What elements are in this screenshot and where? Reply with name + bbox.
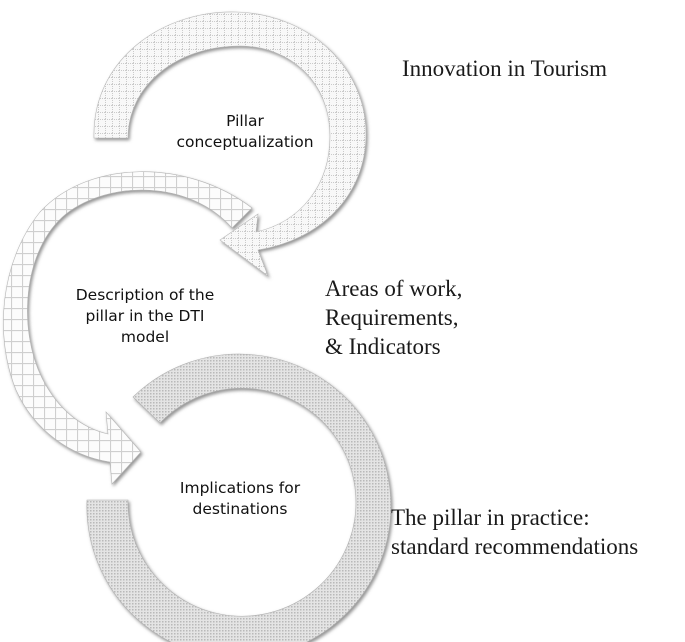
step-1-side-label: Innovation in Tourism — [402, 54, 607, 83]
cycle-arrow-step-2 — [3, 171, 253, 485]
step-2-label: Description of the pillar in the DTI mod… — [45, 285, 245, 348]
step-1-side-label-line: Innovation in Tourism — [402, 56, 607, 81]
step-1-label: Pillar conceptualization — [150, 111, 340, 153]
step-2-label-line: Description of the — [75, 286, 215, 304]
cycle-arrow-step-1 — [93, 11, 367, 277]
step-3-side-label: The pillar in practice: standard recomme… — [391, 503, 638, 561]
step-1-label-line: conceptualization — [176, 133, 314, 151]
step-3-label: Implications for destinations — [140, 478, 340, 520]
step-3-label-line: destinations — [192, 500, 288, 518]
step-3-label-line: Implications for — [179, 479, 301, 497]
step-2-label-line: model — [120, 328, 170, 346]
step-2-side-label: Areas of work, Requirements, & Indicator… — [325, 274, 462, 361]
step-3-side-label-line: The pillar in practice: — [391, 505, 590, 530]
step-2-label-line: pillar in the DTI — [85, 307, 205, 325]
step-2-side-label-line: & Indicators — [325, 334, 441, 359]
cycle-arrow-step-3 — [86, 353, 392, 642]
step-2-side-label-line: Requirements, — [325, 305, 459, 330]
step-1-label-line: Pillar — [226, 112, 264, 130]
step-2-side-label-line: Areas of work, — [325, 276, 463, 301]
step-3-side-label-line: standard recommendations — [391, 534, 639, 559]
